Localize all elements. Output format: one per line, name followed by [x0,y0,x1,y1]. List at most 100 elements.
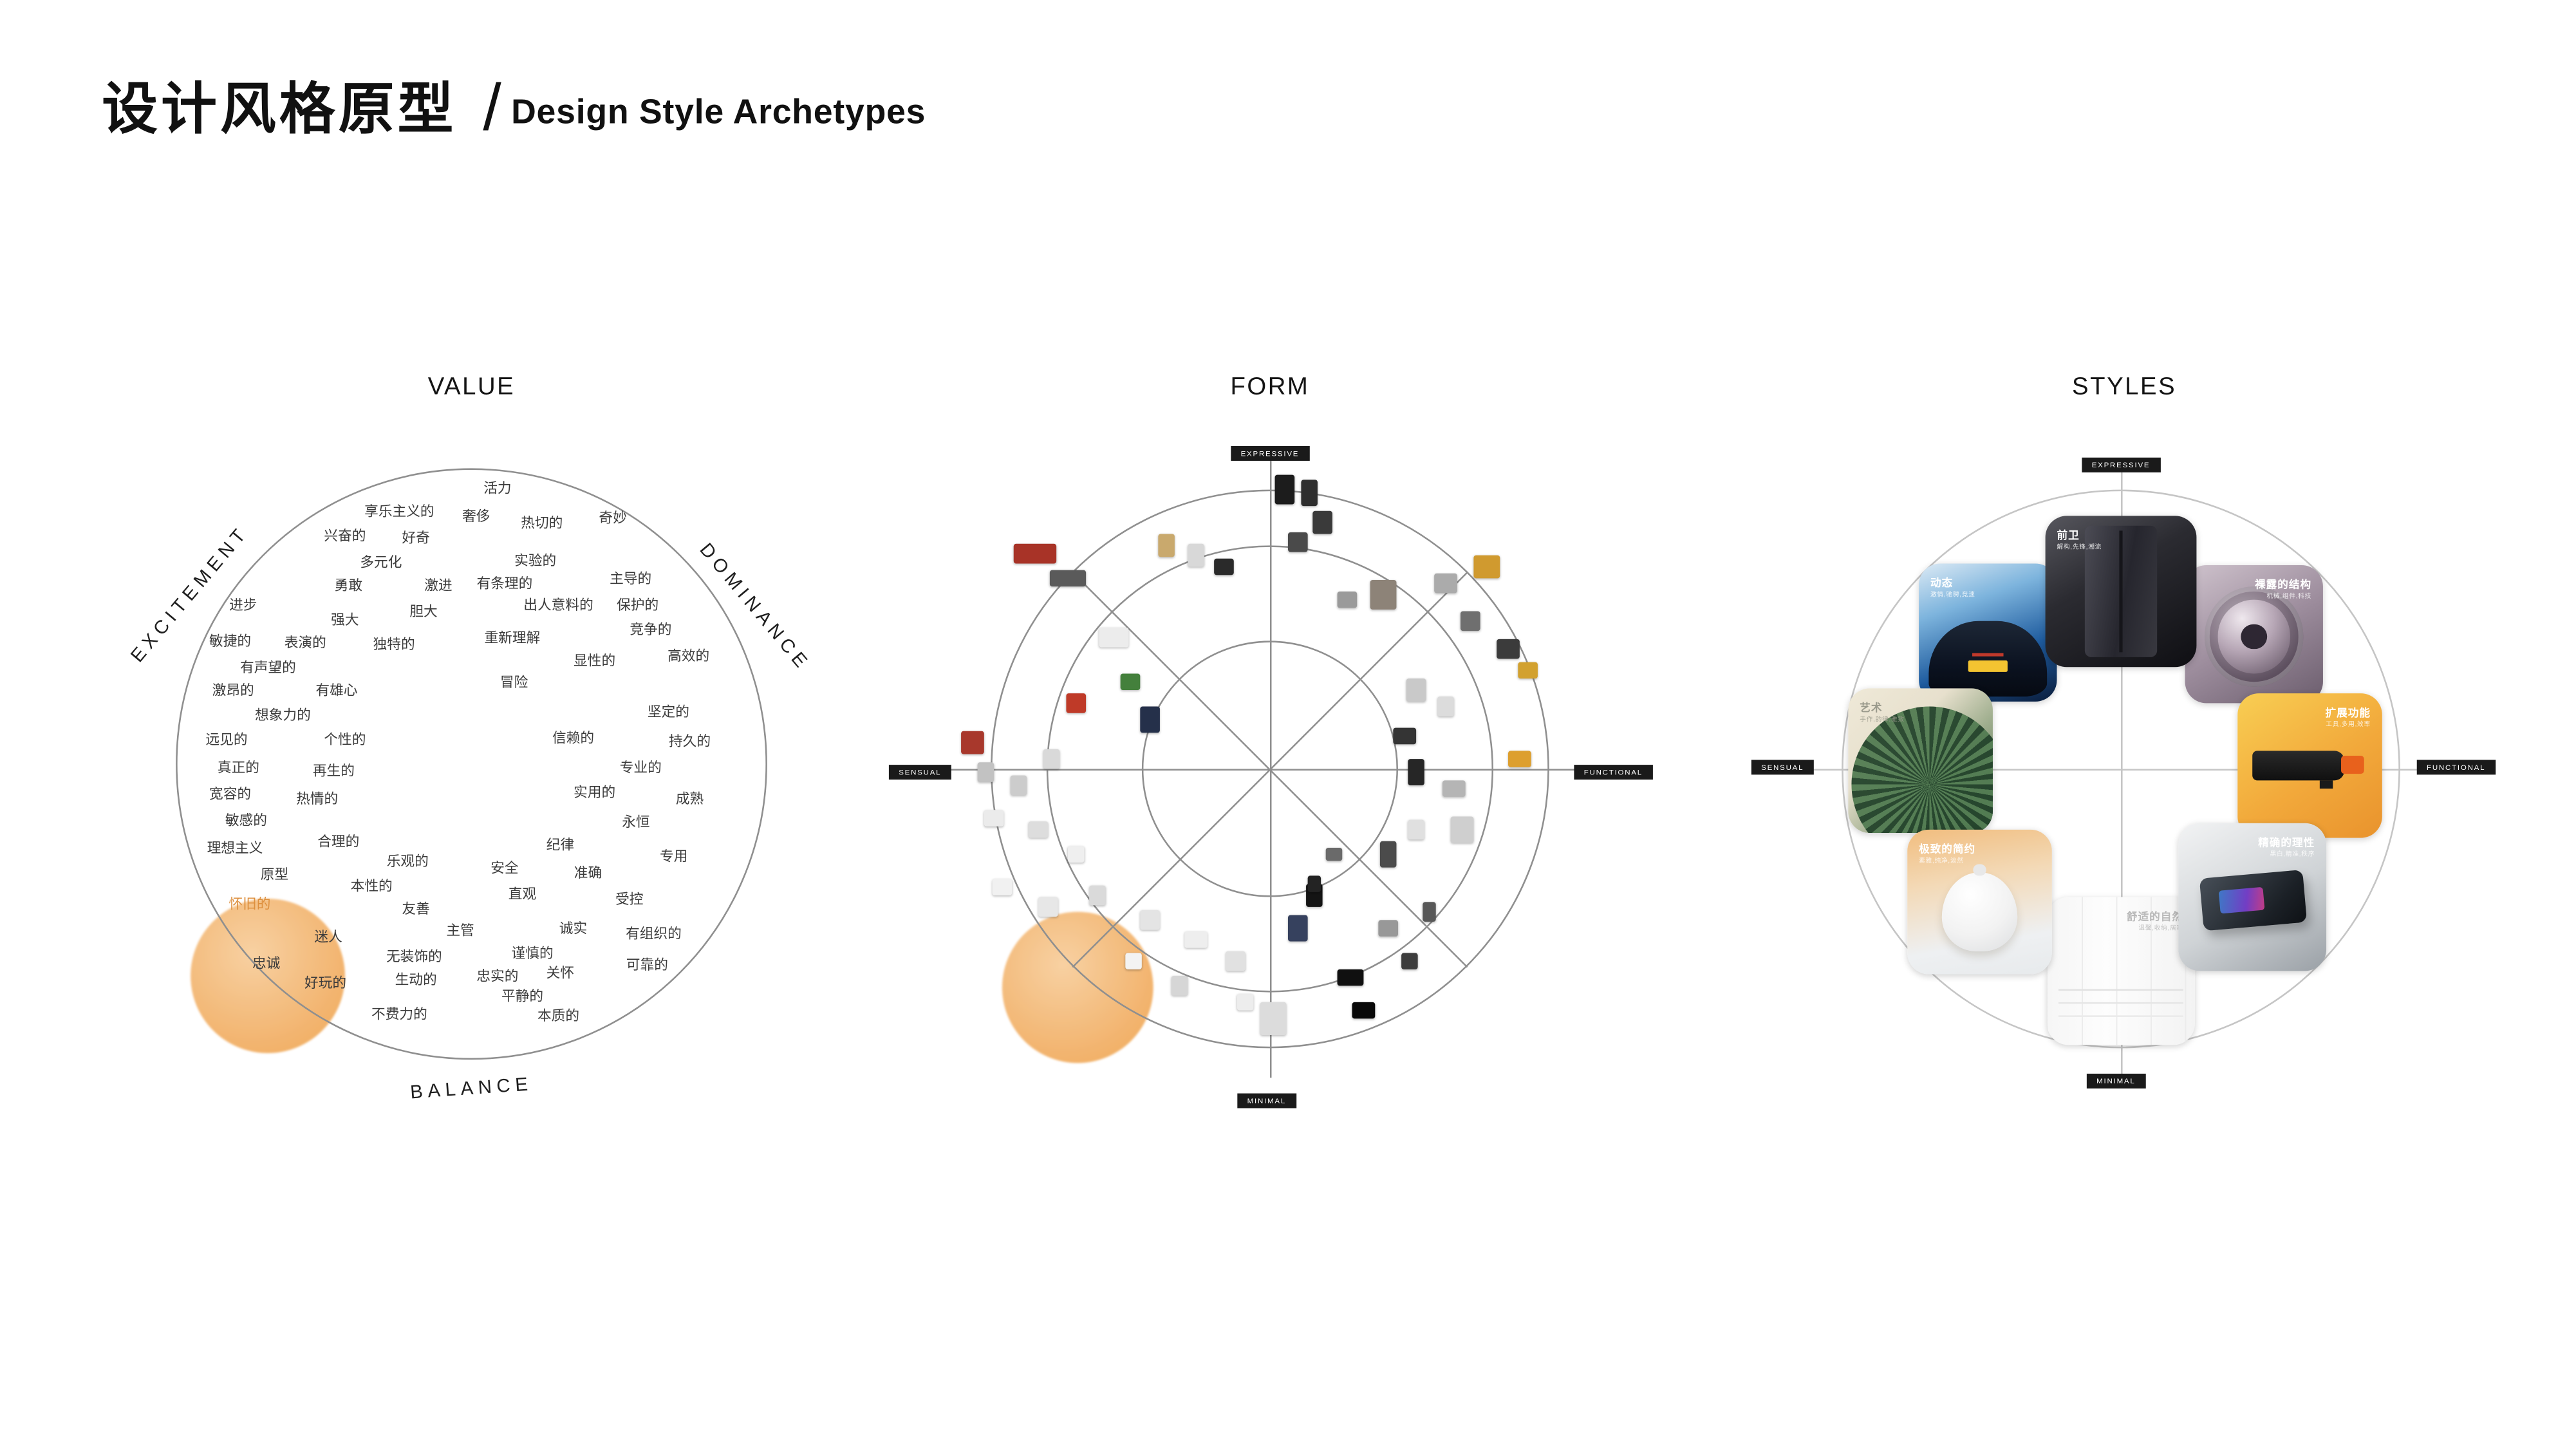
value-word: 忠诚 [252,954,281,971]
value-word: 热情的 [296,790,339,807]
product-thumbnail [1049,570,1087,587]
product-thumbnail [1307,875,1321,892]
value-word: 激进 [424,576,453,594]
value-word: 享乐主义的 [364,502,434,519]
value-word: 多元化 [360,553,402,570]
value-word: 活力 [483,479,512,496]
drill-motif-image [2237,693,2382,838]
value-word: 想象力的 [254,706,311,724]
style-tile-label: 扩展功能工具,多用,效率 [2326,703,2371,729]
style-tile-label: 精确的理性黑白,精准,秩序 [2258,833,2315,859]
fan-motif-image [1848,688,1993,834]
product-thumbnail [1408,759,1424,785]
product-thumbnail [1171,976,1188,996]
style-tile-subtitle: 素雅,纯净,淡然 [1919,857,1964,865]
product-thumbnail [961,731,984,754]
value-word: 高效的 [667,647,710,664]
product-thumbnail [1237,994,1254,1011]
value-word: 主管 [446,922,474,939]
value-word: 本性的 [350,877,393,894]
value-word: 专用 [660,848,688,865]
form-diagram: EXPRESSIVE SENSUAL FUNCTIONAL MINIMAL [888,391,1653,1146]
styles-section-title: STYLES [2072,373,2177,401]
style-tile-label: 舒适的自然温馨,收纳,居家 [2127,907,2183,933]
product-thumbnail [1066,693,1087,713]
product-thumbnail [1120,673,1141,690]
style-tile-label: 前卫解构,先锋,潮流 [2057,526,2102,552]
style-tile-subtitle: 手作,韵律,雅致 [1860,716,1905,724]
product-thumbnail [1301,480,1318,507]
product-thumbnail [984,810,1004,827]
product-thumbnail [1401,953,1418,969]
product-thumbnail [1508,751,1531,767]
product-thumbnail [1473,555,1500,579]
styles-label-expressive: EXPRESSIVE [2082,457,2160,472]
value-word: 勇敢 [334,576,363,594]
product-thumbnail [1260,1002,1287,1035]
product-thumbnail [1325,847,1343,861]
product-thumbnail [1434,573,1457,594]
value-circle-outline [176,468,767,1060]
product-thumbnail [1140,706,1160,733]
title-english: Design Style Archetypes [511,93,926,132]
value-word: 信赖的 [552,729,595,747]
style-tile-car: 动态激情,驰骋,竞速 [1919,563,2057,702]
styles-axis-vertical [2120,465,2122,1081]
value-word: 理想主义 [207,839,263,857]
style-tile-title: 精确的理性 [2258,837,2315,850]
value-word: 强大 [331,611,359,628]
form-label-sensual: SENSUAL [888,765,951,780]
value-word: 不费力的 [371,1005,427,1022]
product-thumbnail [1337,969,1364,986]
product-thumbnail [977,762,994,782]
value-word: 永恒 [622,813,650,830]
product-thumbnail [992,879,1013,896]
style-tile-subtitle: 激情,驰骋,竞速 [1930,591,1975,599]
product-thumbnail [1497,639,1520,659]
style-tile-wardrobe: 舒适的自然温馨,收纳,居家 [2047,897,2195,1045]
value-word: 有雄心 [315,682,358,698]
value-word: 显性的 [574,652,616,669]
product-thumbnail [1188,543,1204,567]
value-word: 纪律 [546,836,575,853]
value-word: 安全 [490,859,519,876]
value-word: 奇妙 [599,509,627,526]
title-chinese: 设计风格原型 [102,79,457,142]
value-words-layer: 活力享乐主义的奢侈热切的奇妙兴奋的好奇实验的多元化有条理的主导的勇敢激进出人意料… [176,468,767,1060]
styles-diagram: EXPRESSIVE SENSUAL FUNCTIONAL MINIMAL 动态… [1743,391,2499,1146]
product-thumbnail [1406,678,1426,702]
styles-tiles-layer: 动态激情,驰骋,竞速裸露的结构机械,组件,科技前卫解构,先锋,潮流艺术手作,韵律… [1743,391,2499,1146]
value-word: 有条理的 [476,574,533,592]
value-word: 保护的 [617,596,659,613]
value-word: 敏感的 [225,811,267,828]
product-thumbnail [1437,696,1454,716]
value-word: 激昂的 [212,682,254,698]
value-word: 出人意料的 [523,596,593,613]
style-tile-label: 极致的简约素雅,纯净,淡然 [1919,839,1975,866]
value-word: 独特的 [373,635,415,653]
value-word: 真正的 [217,759,260,776]
product-thumbnail [1408,819,1424,840]
value-word: 远见的 [205,731,248,747]
product-thumbnail [1214,558,1234,575]
style-tile-title: 扩展功能 [2325,708,2371,720]
product-thumbnail [1043,749,1060,769]
wardrobe-motif-image [2047,897,2195,1045]
product-thumbnail [1274,474,1295,505]
product-thumbnail [1450,816,1474,843]
value-word: 奢侈 [462,508,490,525]
value-word: 无装饰的 [386,948,442,965]
value-word: 进步 [229,596,257,613]
product-thumbnail [1158,534,1175,557]
product-thumbnail [1393,727,1417,745]
product-thumbnail [1460,611,1480,631]
product-thumbnail [1352,1002,1376,1019]
value-word: 坚定的 [647,703,690,720]
style-tile-title: 舒适的自然 [2126,911,2184,924]
styles-label-functional: FUNCTIONAL [2416,760,2496,775]
product-thumbnail [1010,775,1027,796]
page-title: 设计风格原型 / Design Style Archetypes [102,75,926,142]
style-tile-title: 前卫 [2057,530,2080,543]
style-tile-subtitle: 解构,先锋,潮流 [2057,543,2102,551]
form-label-expressive: EXPRESSIVE [1231,445,1309,461]
